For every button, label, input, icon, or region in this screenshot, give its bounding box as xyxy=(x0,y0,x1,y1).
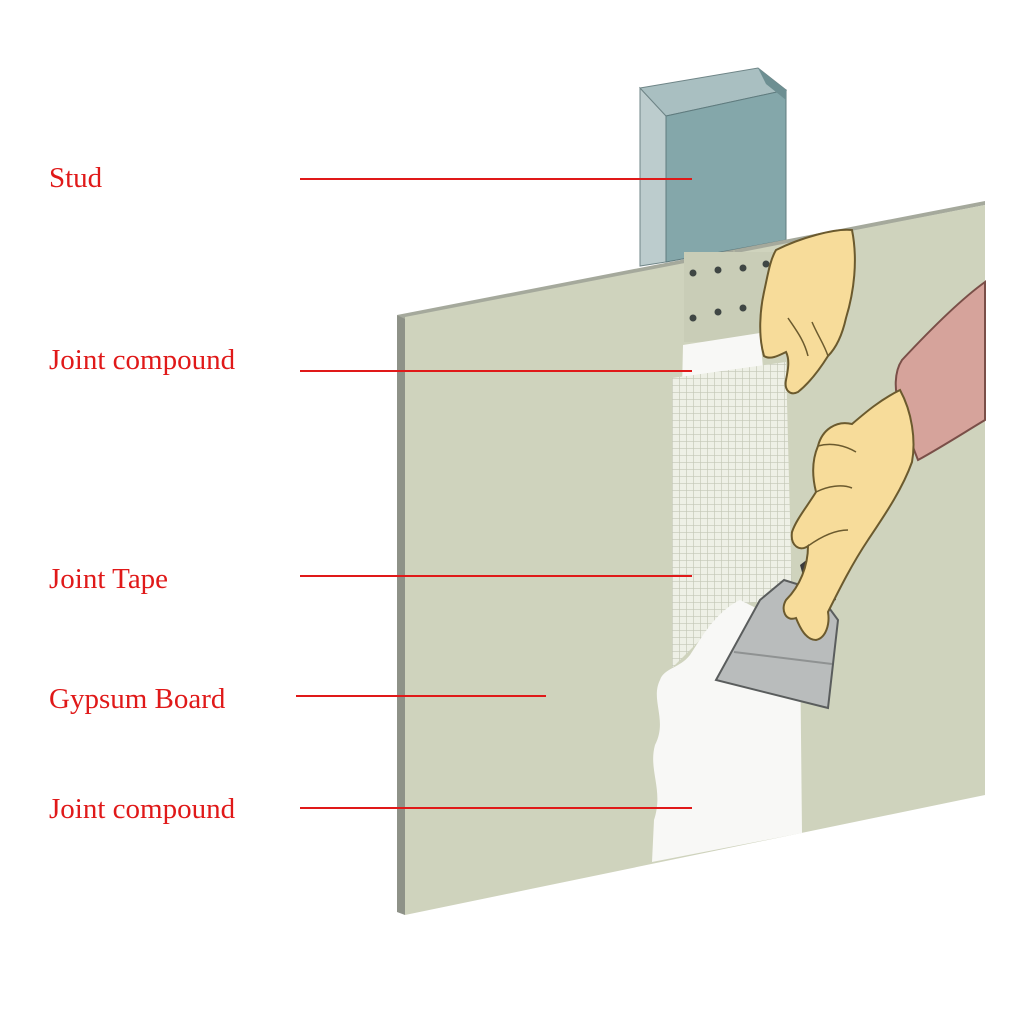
label-joint-compound-top: Joint compound xyxy=(49,344,236,376)
gloved-hand-holding-knife xyxy=(782,388,915,642)
metal-stud-icon xyxy=(639,67,788,267)
label-joint-compound-bottom: Joint compound xyxy=(49,793,236,825)
label-joint-tape: Joint Tape xyxy=(49,563,168,595)
joint-tape-strip xyxy=(672,362,792,668)
callout-labels: Stud Joint compound Joint Tape Gypsum Bo… xyxy=(49,162,236,825)
gloved-hand-icon xyxy=(759,228,856,395)
label-stud: Stud xyxy=(49,162,103,194)
leader-lines xyxy=(296,178,692,809)
label-gypsum-board: Gypsum Board xyxy=(49,683,226,715)
